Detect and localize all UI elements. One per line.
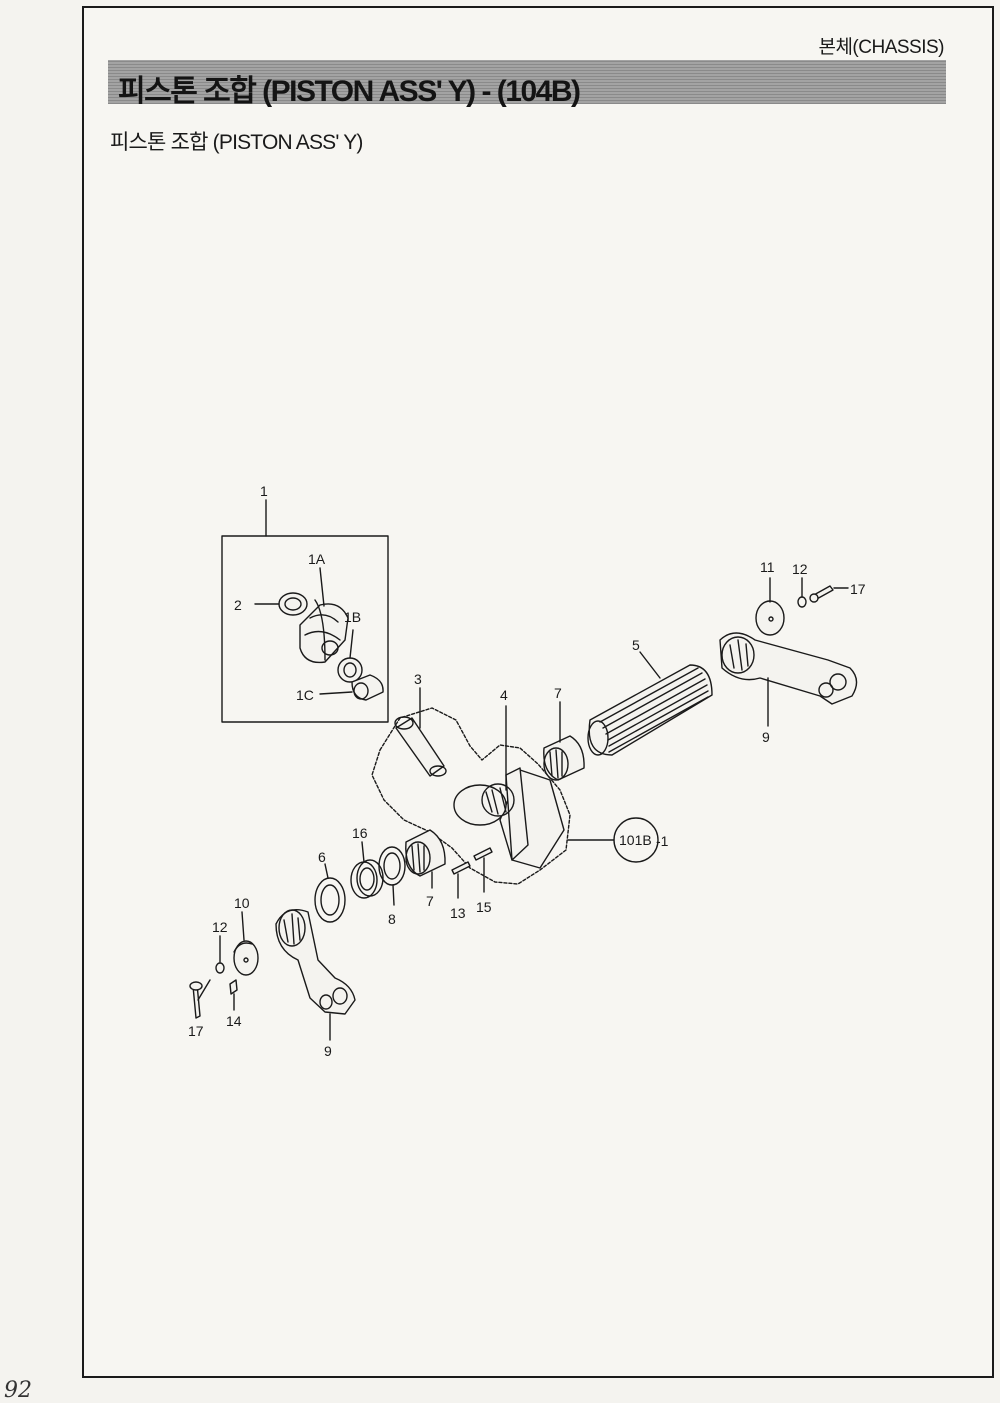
- page-subtitle: 피스톤 조합 (PISTON ASS' Y): [110, 131, 363, 154]
- callout-16: 16: [352, 825, 368, 841]
- callout-reference-101b: 101B: [619, 832, 652, 848]
- callout-10: 10: [234, 895, 250, 911]
- callout-5: 5: [632, 637, 640, 653]
- disc-part-11: [755, 577, 785, 636]
- callout-14: 14: [226, 1013, 242, 1029]
- callout-6: 6: [318, 849, 326, 865]
- reference-connector: [567, 817, 659, 863]
- callout-7-lower: 7: [426, 893, 434, 909]
- pin-part-13: [451, 861, 471, 899]
- callout-7-upper: 7: [554, 685, 562, 701]
- key-part-14: [229, 979, 238, 1011]
- callout-12-lower: 12: [212, 919, 228, 935]
- housing-casting: [371, 705, 571, 885]
- piston-group-box: [221, 499, 389, 723]
- callout-15: 15: [476, 899, 492, 915]
- callout-9-upper: 9: [762, 729, 770, 745]
- pin-part-3: [394, 687, 447, 777]
- washer-part-12-upper: [797, 577, 807, 608]
- callout-reference-suffix: -1: [656, 833, 669, 849]
- bushing-part-7-lower: [405, 829, 446, 889]
- bushing-part-1c: [319, 674, 384, 701]
- spline-shaft-part-5: [587, 651, 713, 756]
- callout-9-lower: 9: [324, 1043, 332, 1059]
- washer-part-6: [314, 863, 346, 923]
- seal-part-2: [254, 592, 308, 616]
- callout-3: 3: [414, 671, 422, 687]
- ring-part-16: [350, 841, 384, 899]
- section-label: 본체(CHASSIS): [818, 37, 944, 58]
- ring-part-8: [378, 846, 406, 906]
- callout-13: 13: [450, 905, 466, 921]
- disc-part-10: [233, 911, 259, 976]
- callout-4: 4: [500, 687, 508, 703]
- callout-11: 11: [760, 559, 775, 575]
- title-bar: 피스톤 조합 (PISTON ASS' Y) - (104B): [108, 60, 946, 108]
- callout-12-upper: 12: [792, 561, 808, 577]
- bushing-part-7-upper: [543, 701, 585, 781]
- callout-2: 2: [234, 597, 242, 613]
- callout-17-upper: 17: [850, 581, 866, 597]
- piston-part-1a: [299, 567, 349, 664]
- arm-part-9-upper: [719, 632, 858, 727]
- page-title: 피스톤 조합 (PISTON ASS' Y) - (104B): [118, 75, 581, 108]
- pin-part-15: [473, 847, 493, 893]
- callout-1: 1: [260, 483, 268, 499]
- arm-part-9-lower: [275, 909, 356, 1041]
- callout-1a: 1A: [308, 551, 326, 567]
- bolt-part-17-upper: [809, 585, 849, 603]
- callout-8: 8: [388, 911, 396, 927]
- margin-page-note: 92: [4, 1378, 32, 1403]
- washer-part-12-lower: [215, 935, 225, 974]
- callout-1c: 1C: [296, 687, 314, 703]
- callout-1b: 1B: [344, 609, 361, 625]
- callout-17-lower: 17: [188, 1023, 204, 1039]
- bolt-part-17-lower: [189, 979, 211, 1019]
- ring-part-1b: [337, 629, 363, 683]
